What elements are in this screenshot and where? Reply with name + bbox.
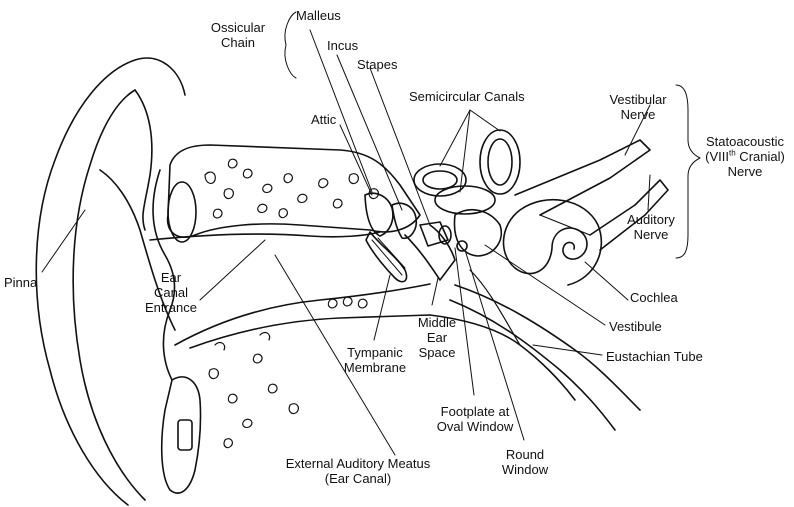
canal-superior <box>414 164 466 196</box>
label-statoacoustic-line1: Statoacoustic <box>698 134 792 149</box>
label-footplate-line2: Oval Window <box>425 419 525 434</box>
label-footplate-line1: Footplate at <box>425 404 525 419</box>
label-vestibular-nerve-line1: Vestibular <box>600 92 676 107</box>
label-statoacoustic-line2: (VIIIth Cranial) <box>698 149 792 164</box>
label-cochlea: Cochlea <box>630 290 678 305</box>
label-external-auditory-meatus-line2: (Ear Canal) <box>268 471 448 486</box>
label-round-window-line1: Round <box>496 447 554 462</box>
label-pinna: Pinna <box>4 275 37 290</box>
label-round-window: Round Window <box>496 447 554 477</box>
pinna-fold <box>135 90 152 230</box>
label-statoacoustic-line2-post: Cranial) <box>736 149 785 164</box>
label-ear-canal-entrance-line3: Entrance <box>136 300 206 315</box>
label-statoacoustic-line2-pre: (VIII <box>705 149 729 164</box>
label-ossicular-chain-line1: Ossicular <box>200 20 276 35</box>
cochlea-spiral <box>504 200 602 285</box>
label-incus: Incus <box>327 38 358 53</box>
temporal-bone-upper <box>168 145 420 237</box>
label-eustachian-tube: Eustachian Tube <box>606 349 703 364</box>
label-statoacoustic-line2-sup: th <box>729 149 736 158</box>
label-tympanic-membrane: Tympanic Membrane <box>330 345 420 375</box>
label-ear-canal-entrance: Ear Canal Entrance <box>136 270 206 315</box>
lobule-notch <box>178 420 192 450</box>
concha-bowl <box>168 182 196 242</box>
incus <box>392 203 416 238</box>
label-ossicular-chain-line2: Chain <box>200 35 276 50</box>
label-malleus: Malleus <box>296 8 341 23</box>
label-auditory-nerve-line2: Nerve <box>616 227 686 242</box>
canal-superior-inner <box>423 171 457 189</box>
label-vestibular-nerve: Vestibular Nerve <box>600 92 676 122</box>
label-round-window-line2: Window <box>496 462 554 477</box>
label-attic: Attic <box>311 112 336 127</box>
label-vestibular-nerve-line2: Nerve <box>600 107 676 122</box>
label-external-auditory-meatus-line1: External Auditory Meatus <box>268 456 448 471</box>
canal-floor <box>175 284 430 345</box>
label-middle-ear-space-line1: Middle <box>406 315 468 330</box>
pinna-helix-inner <box>73 90 145 500</box>
label-middle-ear-space-line2: Ear <box>406 330 468 345</box>
label-ear-canal-entrance-line2: Canal <box>136 285 206 300</box>
label-footplate-oval-window: Footplate at Oval Window <box>425 404 525 434</box>
label-ossicular-chain: Ossicular Chain <box>200 20 276 50</box>
label-statoacoustic-line3: Nerve <box>698 164 792 179</box>
label-vestibule: Vestibule <box>609 319 662 334</box>
label-external-auditory-meatus: External Auditory Meatus (Ear Canal) <box>268 456 448 486</box>
label-stapes: Stapes <box>357 57 397 72</box>
vestibular-nerve <box>515 140 650 215</box>
label-auditory-nerve: Auditory Nerve <box>616 212 686 242</box>
canal-roof <box>150 232 380 240</box>
tragus <box>162 377 201 493</box>
label-statoacoustic-nerve: Statoacoustic (VIIIth Cranial) Nerve <box>698 134 792 179</box>
label-semicircular-canals: Semicircular Canals <box>409 89 525 104</box>
label-auditory-nerve-line1: Auditory <box>616 212 686 227</box>
label-tympanic-membrane-line2: Membrane <box>330 360 420 375</box>
label-ear-canal-entrance-line1: Ear <box>136 270 206 285</box>
label-tympanic-membrane-line1: Tympanic <box>330 345 420 360</box>
vestibule-body <box>454 210 501 256</box>
canal-posterior-inner <box>488 139 512 185</box>
